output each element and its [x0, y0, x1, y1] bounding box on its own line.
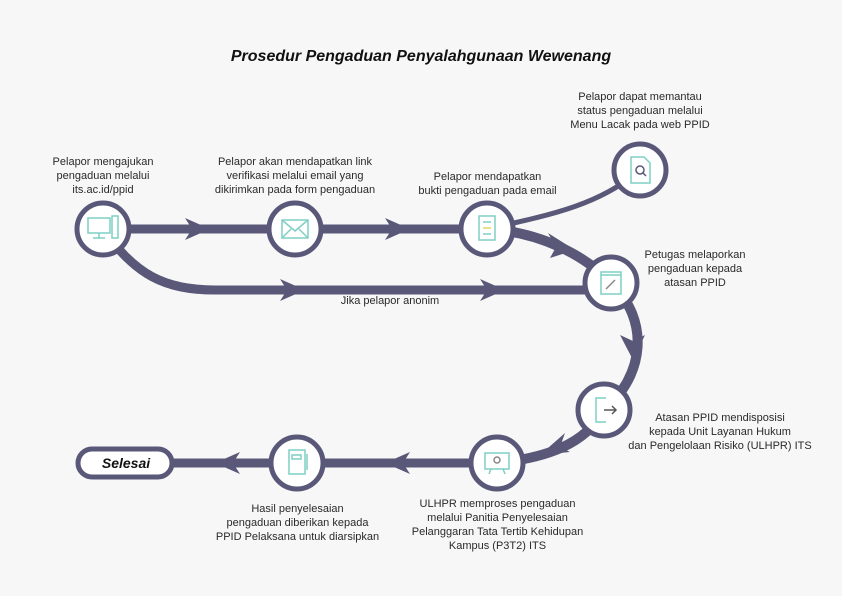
checklist-icon [478, 215, 496, 241]
exit-door-icon [595, 397, 618, 423]
step-label-report: Petugas melaporkan pengaduan kepada atas… [644, 249, 746, 289]
archive-folder-icon [288, 449, 308, 475]
step-label-verify: Pelapor akan mendapatkan link verifikasi… [214, 156, 376, 196]
document-search-icon [630, 156, 651, 184]
arrow-right-4 [480, 279, 505, 301]
arrow-right-3 [280, 279, 305, 301]
step-label-track: Pelapor dapat memantau status pengaduan … [570, 91, 710, 131]
arrow-to-ulhpr [540, 433, 570, 455]
arrow-down [620, 335, 645, 360]
arrow-left-1 [385, 452, 410, 474]
arrow-right-2 [385, 218, 410, 240]
arrow-to-report [548, 233, 575, 258]
step-label-dispose: Atasan PPID mendisposisi kepada Unit Lay… [628, 412, 812, 452]
end-pill [75, 446, 175, 480]
step-label-submit: Pelapor mengajukan pengaduan melalui its… [52, 156, 154, 196]
notepad-pencil-icon [600, 271, 622, 295]
step-label-receipt: Pelapor mendapatkan bukti pengaduan pada… [418, 171, 557, 197]
anonymous-label: Jika pelapor anonim [340, 295, 440, 307]
computer-icon [87, 215, 119, 239]
envelope-icon [281, 219, 309, 239]
step-label-ulhpr: ULHPR memproses pengaduan melalui Paniti… [411, 498, 584, 552]
page-title: Prosedur Pengaduan Penyalahgunaan Wewena… [230, 48, 612, 65]
arrow-right-1 [185, 218, 210, 240]
presentation-board-icon [484, 452, 510, 475]
end-label: Selesai [101, 455, 151, 471]
arrow-left-2 [215, 452, 240, 474]
step-label-archive: Hasil penyelesaian pengaduan diberikan k… [215, 503, 380, 543]
